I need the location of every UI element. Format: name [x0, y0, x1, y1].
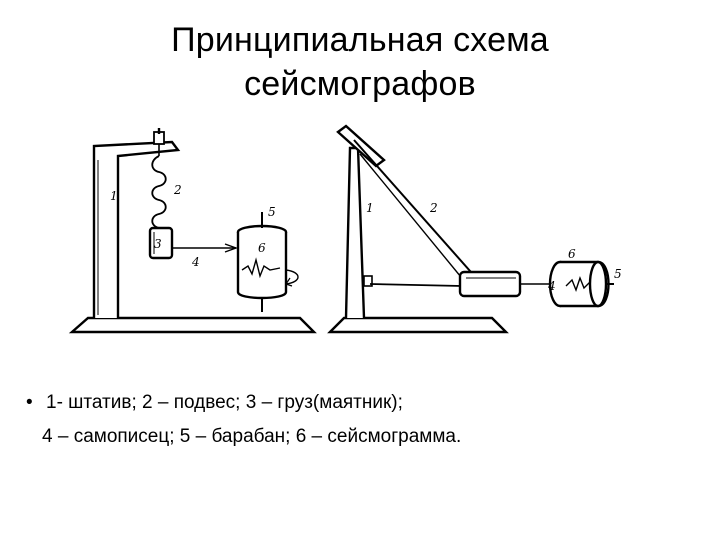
right-stand	[344, 146, 366, 319]
right-boom	[353, 139, 479, 281]
right-label-6: 6	[568, 247, 576, 261]
slide-title: Принципиальная схема сейсмографов	[0, 18, 720, 106]
legend-line-1: 1- штатив; 2 – подвес; 3 – груз(маятник)…	[46, 392, 403, 413]
right-seismogram-trace	[565, 275, 591, 293]
right-label-5: 5	[614, 267, 622, 281]
right-weight	[458, 270, 522, 298]
legend: • 1- штатив; 2 – подвес; 3 – груз(маятник…	[26, 386, 706, 454]
title-line-1: Принципиальная схема	[171, 21, 549, 59]
left-label-5: 5	[268, 205, 276, 219]
legend-row-1: • 1- штатив; 2 – подвес; 3 – груз(маятник…	[26, 386, 706, 420]
left-figure-labels: 1 2 3 4 5 6	[110, 183, 276, 269]
legend-line-2: 4 – самописец; 5 – барабан; 6 – сейсмогр…	[42, 426, 462, 447]
right-label-4: 4	[547, 279, 556, 293]
horizontal-seismograph	[327, 124, 614, 334]
right-hinge-wire	[369, 283, 463, 287]
left-stand	[92, 140, 181, 318]
seismograph-schematic: 1 2 3 4 5 6 1 2 4 5 6	[68, 124, 622, 334]
left-label-4: 4	[191, 255, 200, 269]
legend-row-2: 4 – самописец; 5 – барабан; 6 – сейсмогр…	[26, 420, 706, 454]
left-base	[68, 316, 317, 334]
left-weight	[148, 226, 174, 260]
legend-bullet: •	[26, 392, 33, 413]
right-label-1: 1	[366, 201, 374, 215]
left-rotation-arrow	[285, 269, 299, 285]
left-spring	[151, 155, 167, 229]
right-figure-labels: 1 2 4 5 6	[366, 201, 622, 293]
left-label-3: 3	[154, 237, 162, 251]
left-seismogram-trace	[241, 257, 281, 279]
left-label-2: 2	[173, 183, 182, 197]
right-top-clamp	[336, 124, 386, 168]
left-label-1: 1	[110, 189, 118, 203]
right-label-2: 2	[429, 201, 438, 215]
vertical-seismograph	[68, 128, 317, 334]
left-label-6: 6	[258, 241, 266, 255]
right-base	[327, 316, 509, 334]
title-line-2: сейсмографов	[244, 65, 476, 103]
